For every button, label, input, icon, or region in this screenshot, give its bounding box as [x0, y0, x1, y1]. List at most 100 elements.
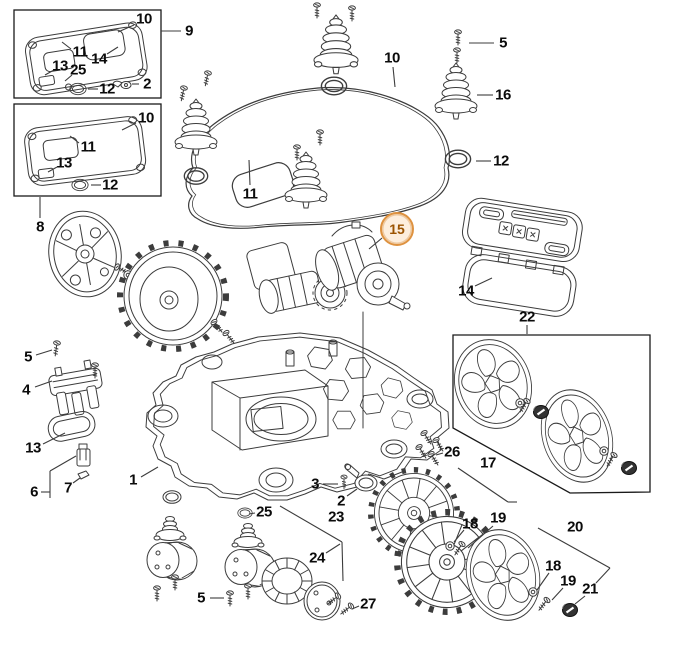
leader-line-19 [467, 525, 494, 549]
plug-7 [77, 470, 90, 480]
callout-13[interactable]: 13 [25, 439, 41, 457]
callout-16[interactable]: 16 [495, 86, 511, 104]
leader-line-24 [325, 543, 341, 554]
o-ring-top [320, 76, 348, 96]
damper-mount-top [313, 14, 359, 75]
callout-14[interactable]: 14 [91, 50, 107, 68]
leader-line-6 [49, 455, 77, 472]
detail-box-22 [442, 329, 651, 494]
callout-6[interactable]: 6 [30, 483, 38, 501]
panel-mount-tabs [470, 245, 565, 276]
leader-line-7 [72, 477, 81, 484]
callout-5[interactable]: 5 [499, 34, 507, 52]
callout-17[interactable]: 17 [480, 454, 496, 472]
callout-24[interactable]: 24 [309, 549, 325, 567]
callout-11[interactable]: 11 [80, 138, 96, 156]
callout-12[interactable]: 12 [102, 176, 118, 194]
leader-line-10 [121, 122, 137, 131]
callout-12[interactable]: 12 [493, 152, 509, 170]
leader-line-18 [536, 572, 550, 591]
leader-line-25 [64, 74, 73, 82]
leader-line-13 [44, 69, 55, 76]
callout-22[interactable]: 22 [519, 308, 535, 326]
leader-line-10 [117, 24, 135, 33]
callout-5[interactable]: 5 [197, 589, 205, 607]
leader-line-23 [341, 541, 344, 582]
leader-line-20 [537, 527, 611, 569]
wheel-cap-21 [561, 602, 579, 618]
callout-25[interactable]: 25 [256, 503, 272, 521]
damper-mount-right-16 [434, 62, 478, 120]
callout-26[interactable]: 26 [444, 443, 460, 461]
leader-line-23 [279, 505, 343, 543]
o-ring-25 [237, 507, 253, 519]
callout-18[interactable]: 18 [545, 557, 561, 575]
callout-10[interactable]: 10 [136, 10, 152, 28]
leader-line-14 [474, 277, 493, 287]
o-ring-left [183, 167, 209, 185]
front-caster-left [146, 516, 198, 581]
leader-line-11 [61, 41, 72, 50]
keypad-buttons [498, 221, 540, 242]
callout-20[interactable]: 20 [567, 518, 583, 536]
callout-8[interactable]: 8 [36, 218, 44, 236]
callout-15-selected[interactable]: 15 [380, 212, 414, 246]
leader-line-4 [34, 380, 53, 388]
callout-19[interactable]: 19 [490, 509, 506, 527]
callout-14[interactable]: 14 [458, 282, 474, 300]
detail-box-9 [13, 9, 162, 99]
leader-lines [34, 24, 611, 610]
callout-11[interactable]: 11 [72, 43, 88, 61]
leader-line-13 [42, 432, 66, 445]
cover-cap-b [620, 460, 638, 476]
callout-18[interactable]: 18 [462, 515, 478, 533]
callout-2[interactable]: 2 [337, 492, 345, 510]
leader-line-17 [457, 467, 509, 503]
callout-4[interactable]: 4 [22, 381, 30, 399]
chassis [145, 311, 450, 501]
wheel-cover-disc-a [442, 329, 544, 439]
callout-13[interactable]: 13 [56, 154, 72, 172]
leader-line-26 [435, 452, 444, 456]
callout-27[interactable]: 27 [360, 595, 376, 613]
leader-line-21 [574, 595, 586, 605]
leader-line-1 [140, 466, 159, 478]
callout-5[interactable]: 5 [24, 348, 32, 366]
callout-3[interactable]: 3 [311, 475, 319, 493]
leader-line-10 [392, 66, 396, 88]
callout-7[interactable]: 7 [64, 479, 72, 497]
chassis-wheel-mounts [147, 339, 434, 493]
callout-12[interactable]: 12 [99, 80, 115, 98]
callout-19[interactable]: 19 [560, 572, 576, 590]
detail-box-8 [13, 103, 162, 197]
housing-cover-gasket-lower [24, 116, 147, 186]
callout-13[interactable]: 13 [52, 57, 68, 75]
cover-washer-b [599, 446, 609, 456]
o-ring-right-12 [444, 149, 472, 169]
main-housing-gasket [185, 86, 451, 229]
housing-cover-gasket-upper [25, 21, 148, 96]
callout-1[interactable]: 1 [129, 471, 137, 489]
leader-line-20 [595, 567, 611, 584]
damper-mount-center [284, 151, 328, 209]
caster-tire-24 [261, 557, 313, 605]
callout-10[interactable]: 10 [384, 49, 400, 67]
callout-11[interactable]: 11 [242, 185, 258, 203]
callout-10[interactable]: 10 [138, 109, 154, 127]
o-ring-small-lower-box [71, 178, 89, 192]
callout-9[interactable]: 9 [185, 22, 193, 40]
wheel-washer-18a [445, 541, 455, 551]
mow-deck-plate [48, 210, 122, 298]
leader-line-11 [69, 135, 80, 144]
connector-6 [76, 443, 91, 467]
wheel-cover-disc-b [529, 379, 625, 493]
callout-25[interactable]: 25 [70, 61, 86, 79]
callout-21[interactable]: 21 [582, 580, 598, 598]
drive-motor-assembly [246, 221, 411, 314]
mount-bracket-4 [48, 359, 103, 416]
callout-23[interactable]: 23 [328, 508, 344, 526]
callout-2[interactable]: 2 [143, 75, 151, 93]
rear-wheel-left [117, 240, 229, 352]
